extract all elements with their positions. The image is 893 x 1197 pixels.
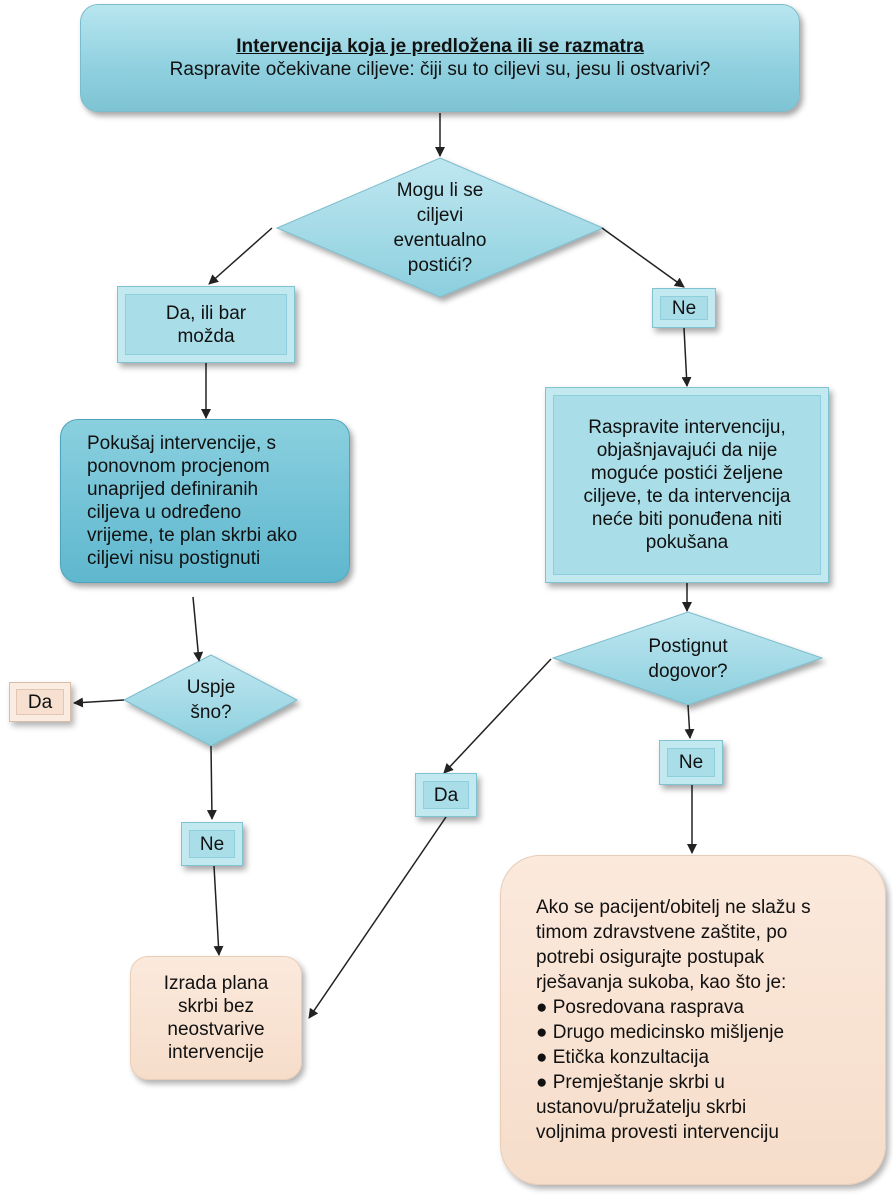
agreement-yes-label: Da — [433, 784, 459, 806]
plan-line: neostvarive — [167, 1019, 265, 1040]
attempt-line: ciljeva u određeno — [87, 502, 242, 523]
conflict-bullet: ● Etička konzultacija — [536, 1047, 710, 1068]
plan-line: skrbi bez — [177, 996, 255, 1017]
conflict-intro-line: Ako se pacijent/obitelj ne slažu s — [536, 897, 811, 918]
decision-success-line: Uspje — [186, 677, 236, 698]
decision-goals-diamond — [275, 157, 605, 298]
header-subtitle: Raspravite očekivane ciljeve: čiji su to… — [169, 59, 711, 80]
plan-line: Izrada plana — [163, 973, 269, 994]
branch-yes-line: Da, ili bar — [165, 302, 247, 324]
arrow-agreement-to-ne — [684, 704, 695, 739]
arrow-agreement-to-da — [443, 658, 552, 774]
discuss-line: Raspravite intervenciju, — [588, 417, 786, 438]
decision-goals-label: Mogu li se ciljevi eventualno postići? — [360, 176, 520, 280]
arrow-goals-to-yes — [208, 227, 273, 285]
arrow-ne-to-plan — [213, 865, 224, 956]
decision-goals-line: postići? — [407, 255, 473, 276]
decision-goals-line: Mogu li se — [396, 180, 484, 201]
arrow-success-to-da — [73, 697, 125, 708]
conflict-intro-line: timom zdravstvene zaštite, po — [536, 922, 788, 943]
conflict-box: Ako se pacijent/obitelj ne slažu s timom… — [500, 855, 886, 1185]
plan-line: intervencije — [167, 1042, 265, 1063]
arrow-goals-to-no — [601, 227, 685, 288]
attempt-box: Pokušaj intervencije, s ponovnom procjen… — [60, 419, 350, 583]
conflict-bullet: ● Drugo medicinsko mišljenje — [536, 1022, 785, 1043]
attempt-line: ponovnom procjenom — [87, 456, 270, 477]
decision-agreement-line: Postignut — [648, 636, 728, 657]
arrow-da-to-plan — [308, 816, 447, 1019]
header-title: Intervencija koja je predložena ili se r… — [236, 36, 644, 57]
conflict-bullet: ● Posredovana rasprava — [536, 997, 744, 1018]
branch-no-label: Ne — [671, 297, 697, 319]
agreement-no-box: Ne — [659, 740, 723, 785]
conflict-bullet-cont: ustanovu/pružatelju skrbi — [536, 1097, 747, 1118]
discuss-line: pokušana — [645, 532, 729, 553]
attempt-line: unaprijed definiranih — [87, 479, 259, 500]
attempt-line: ciljevi nisu postignuti — [87, 548, 261, 569]
decision-success-line: šno? — [190, 702, 232, 723]
attempt-line: Pokušaj intervencije, s — [87, 433, 277, 454]
discuss-box: Raspravite intervenciju, objašnjavajući … — [545, 387, 829, 583]
decision-agreement-label: Postignut dogovor? — [620, 632, 756, 686]
success-yes-box: Da — [9, 682, 71, 722]
branch-yes-box: Da, ili bar možda — [117, 286, 295, 363]
discuss-line: ciljeve, te da intervencija — [583, 486, 791, 507]
conflict-bullet: ● Premještanje skrbi u — [536, 1072, 725, 1093]
branch-yes-line: možda — [177, 325, 235, 347]
discuss-line: neće biti ponuđena niti — [591, 509, 783, 530]
branch-no-box: Ne — [652, 288, 716, 328]
decision-goals-line: eventualno — [393, 230, 487, 251]
success-yes-label: Da — [27, 691, 53, 713]
discuss-line: objašnjavajući da nije — [596, 440, 778, 461]
conflict-intro-line: rješavanja sukoba, kao što je: — [536, 972, 787, 993]
conflict-intro-line: potrebi osigurajte postupak — [536, 947, 765, 968]
discuss-line: moguće postići željene — [590, 463, 784, 484]
success-no-label: Ne — [199, 833, 225, 855]
decision-success-label: Uspje šno? — [161, 672, 261, 728]
arrow-attempt-to-success — [192, 596, 204, 662]
success-no-box: Ne — [181, 822, 243, 866]
arrow-success-to-ne — [206, 745, 217, 820]
agreement-yes-box: Da — [415, 773, 477, 817]
agreement-no-label: Ne — [678, 752, 704, 773]
decision-goals-line: ciljevi — [416, 205, 464, 226]
arrow-no-to-discuss — [681, 327, 692, 387]
plan-box: Izrada plana skrbi bez neostvarive inter… — [130, 956, 302, 1080]
attempt-line: vrijeme, te plan skrbi ako — [87, 525, 298, 546]
header-box: Intervencija koja je predložena ili se r… — [80, 4, 800, 112]
decision-agreement-line: dogovor? — [648, 661, 728, 682]
conflict-bullet-cont: voljnima provesti intervenciju — [536, 1122, 779, 1143]
